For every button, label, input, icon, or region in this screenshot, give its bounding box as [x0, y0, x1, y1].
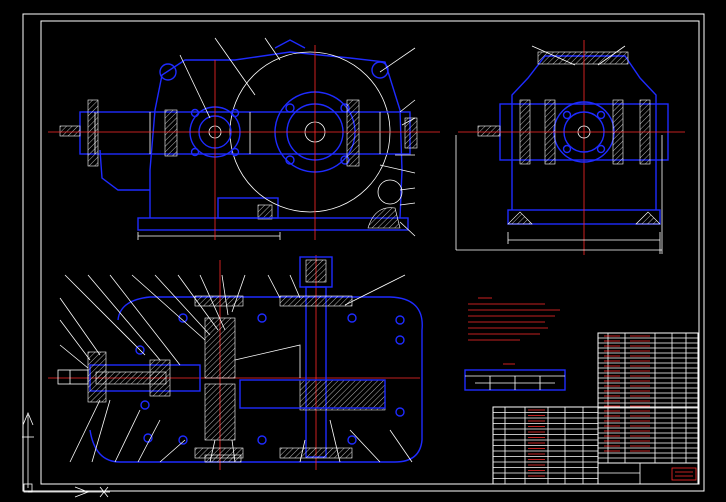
specification-table: [464, 369, 566, 391]
title-box: [597, 462, 699, 485]
sheet-border: [22, 13, 705, 492]
front-view: [48, 37, 440, 240]
parts-list: [597, 332, 699, 464]
technical-notes: [468, 297, 560, 365]
ucs-axis-icon: [22, 411, 110, 498]
drawing-title-field: [671, 467, 697, 481]
section-view: [48, 255, 423, 470]
title-block: [492, 406, 699, 485]
side-view: [455, 40, 685, 255]
